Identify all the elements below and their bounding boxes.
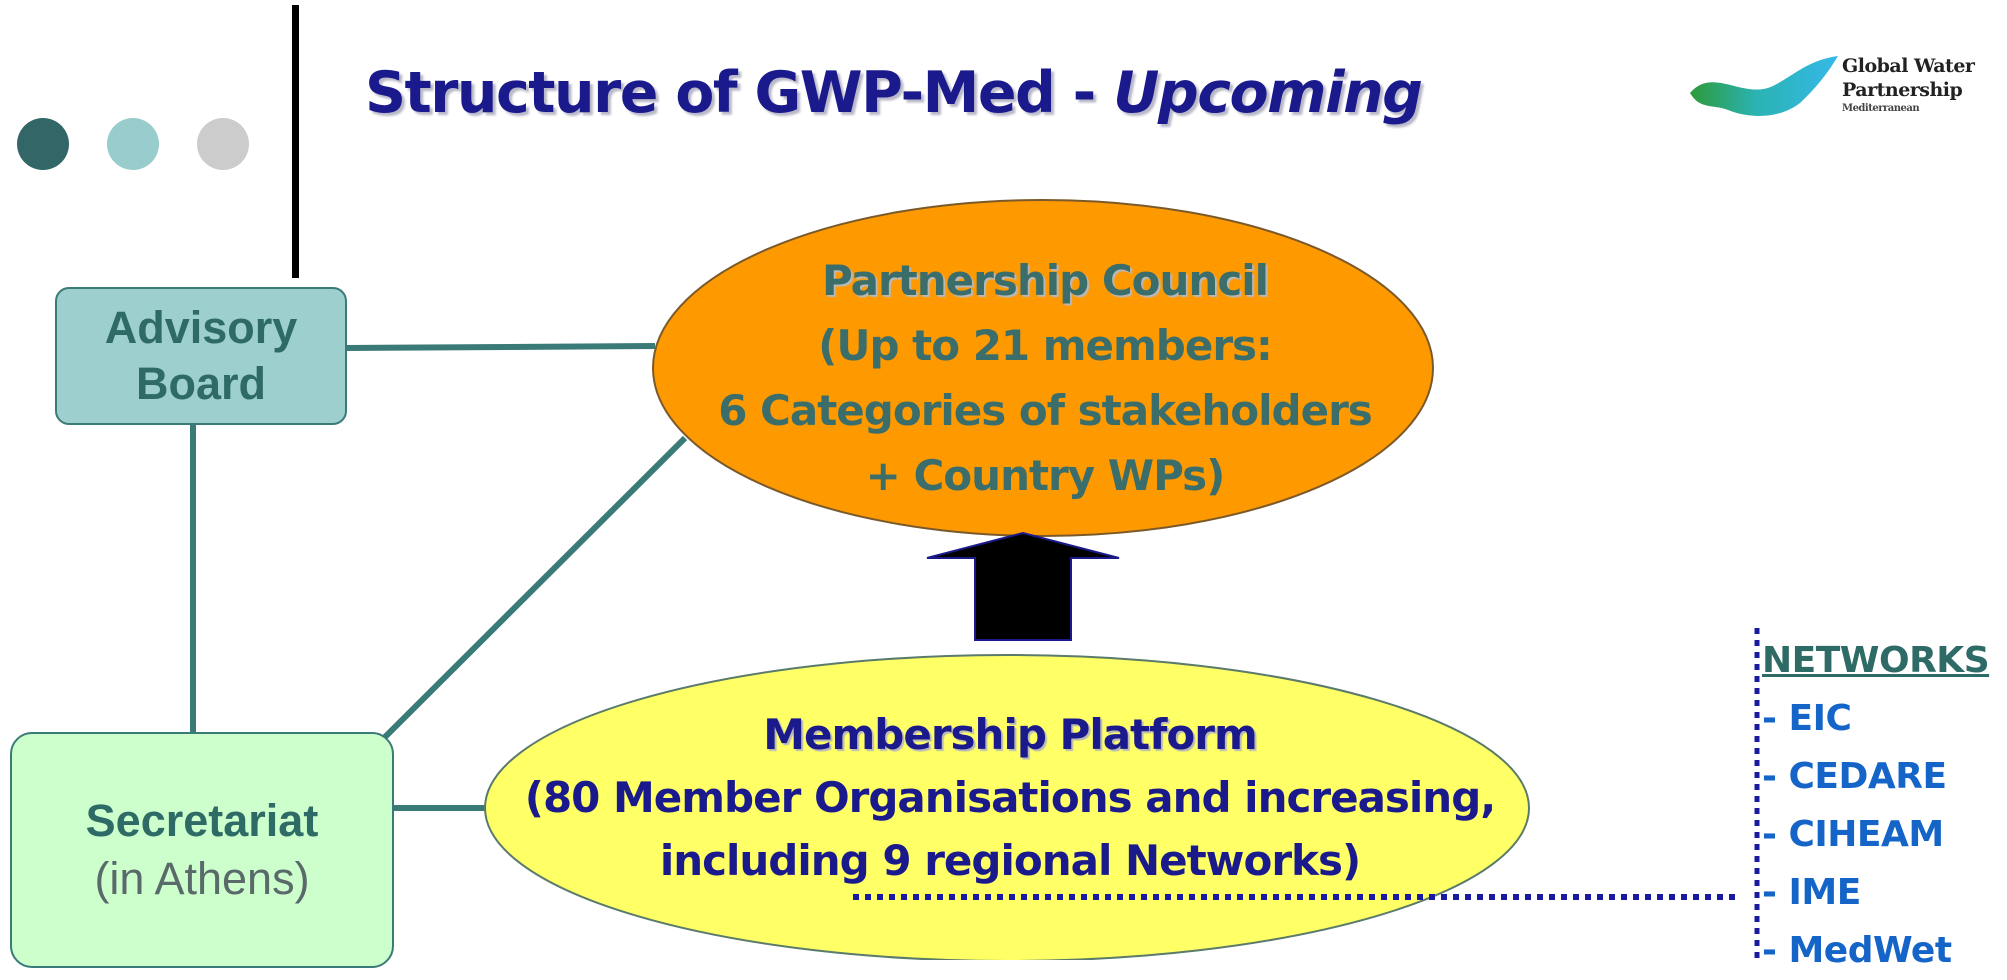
advisory-board-box: Advisory Board: [55, 287, 347, 425]
title-divider: [292, 5, 299, 278]
dot-grey-icon: [197, 118, 249, 170]
title-main: Structure of GWP-Med -: [365, 60, 1114, 126]
partnership-council-text: Partnership Council (Up to 21 members: 6…: [655, 248, 1435, 508]
secretariat-line-2: (in Athens): [94, 853, 310, 904]
page-title: Structure of GWP-Med - Upcoming: [365, 60, 1423, 126]
membership-platform-ellipse: [484, 654, 1530, 960]
logo-line-1: Global Water: [1842, 55, 1975, 77]
platform-line-1: (80 Member Organisations and increasing,: [524, 773, 1496, 822]
membership-platform-text: Membership Platform (80 Member Organisat…: [480, 703, 1540, 892]
partnership-council-ellipse: [652, 199, 1434, 537]
network-item: - IME: [1762, 872, 1861, 913]
dot-dark-icon: [17, 118, 69, 170]
logo-line-2: Partnership: [1842, 79, 1963, 101]
dot-light-icon: [107, 118, 159, 170]
council-line-2: 6 Categories of stakeholders: [718, 386, 1373, 435]
network-item: - EIC: [1762, 698, 1852, 739]
platform-heading: Membership Platform: [763, 710, 1258, 759]
council-line-1: (Up to 21 members:: [818, 321, 1273, 370]
connector-advisory-council: [346, 343, 656, 351]
network-item: - MedWet: [1762, 930, 1952, 971]
advisory-line-1: Advisory: [104, 302, 298, 353]
platform-line-2: including 9 regional Networks): [659, 836, 1361, 885]
networks-list: NETWORKS - EIC - CEDARE - CIHEAM - IME -…: [1762, 632, 1990, 980]
logo-line-3: Mediterranean: [1842, 103, 1920, 114]
structure-diagram: [190, 199, 1760, 960]
title-italic: Upcoming: [1113, 60, 1423, 126]
council-line-3: + Country WPs): [865, 451, 1226, 500]
networks-heading: NETWORKS: [1762, 640, 1990, 681]
up-arrow-icon: [926, 531, 1120, 641]
secretariat-box: Secretariat (in Athens): [10, 732, 394, 968]
gwp-wave-logo-icon: [1690, 56, 1838, 116]
secretariat-line-1: Secretariat: [85, 795, 319, 846]
advisory-line-2: Board: [135, 358, 266, 409]
connector-secretariat-council: [377, 435, 688, 745]
gwp-logo-text: Global Water Partnership Mediterranean: [1842, 54, 1975, 116]
network-item: - CIHEAM: [1762, 814, 1944, 855]
network-item: - CEDARE: [1762, 756, 1947, 797]
council-heading: Partnership Council: [821, 256, 1269, 305]
